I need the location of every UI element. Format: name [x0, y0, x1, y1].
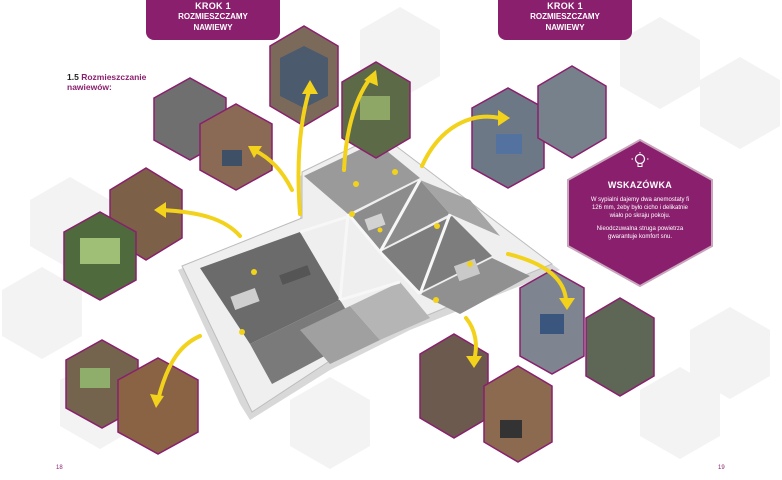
section-heading: 1.5 Rozmieszczanie nawiewów:	[67, 72, 177, 92]
step-number: KROK 1	[195, 1, 231, 11]
hexagon-right-middle	[519, 269, 655, 397]
tip-panel: WSKAZÓWKA W sypialni dajemy dwa anemosta…	[586, 150, 694, 241]
tip-text-secondary: Nieodczuwalna struga powietrza gwarantuj…	[596, 226, 684, 240]
floor-plan-3d	[178, 133, 560, 420]
hexagon-left-middle	[63, 167, 183, 301]
arrow-heads	[150, 70, 575, 408]
room-hexagons	[63, 25, 655, 463]
step-title-line2: NAWIEWY	[193, 23, 233, 32]
tip-text: W sypialni dajemy dwa anemostaty fi 126 …	[590, 197, 690, 219]
section-number: 1.5	[67, 72, 79, 82]
step-title-line1: ROZMIESZCZAMY	[178, 12, 248, 21]
page-number-right: 19	[718, 465, 725, 471]
hexagon-right-top	[471, 65, 607, 189]
step-badge-left: KROK 1 ROZMIESZCZAMY NAWIEWY	[146, 0, 280, 40]
step-title-line2: NAWIEWY	[545, 23, 585, 32]
lightbulb-icon	[631, 152, 649, 167]
page-number-left: 18	[56, 465, 63, 471]
step-title-line1: ROZMIESZCZAMY	[530, 12, 600, 21]
hexagon-left-bottom	[65, 339, 199, 455]
step-badge-right: KROK 1 ROZMIESZCZAMY NAWIEWY	[498, 0, 632, 40]
tip-hexagon	[567, 138, 713, 288]
section-title-line1: Rozmieszczanie	[81, 72, 147, 82]
hexagon-bedroom-top-right	[341, 61, 411, 159]
step-number: KROK 1	[547, 1, 583, 11]
hexagon-bedroom-top	[269, 25, 339, 127]
tip-title: WSKAZÓWKA	[607, 180, 673, 190]
hexagon-left-top	[153, 77, 273, 191]
section-title-line2: nawiewów:	[67, 82, 112, 92]
